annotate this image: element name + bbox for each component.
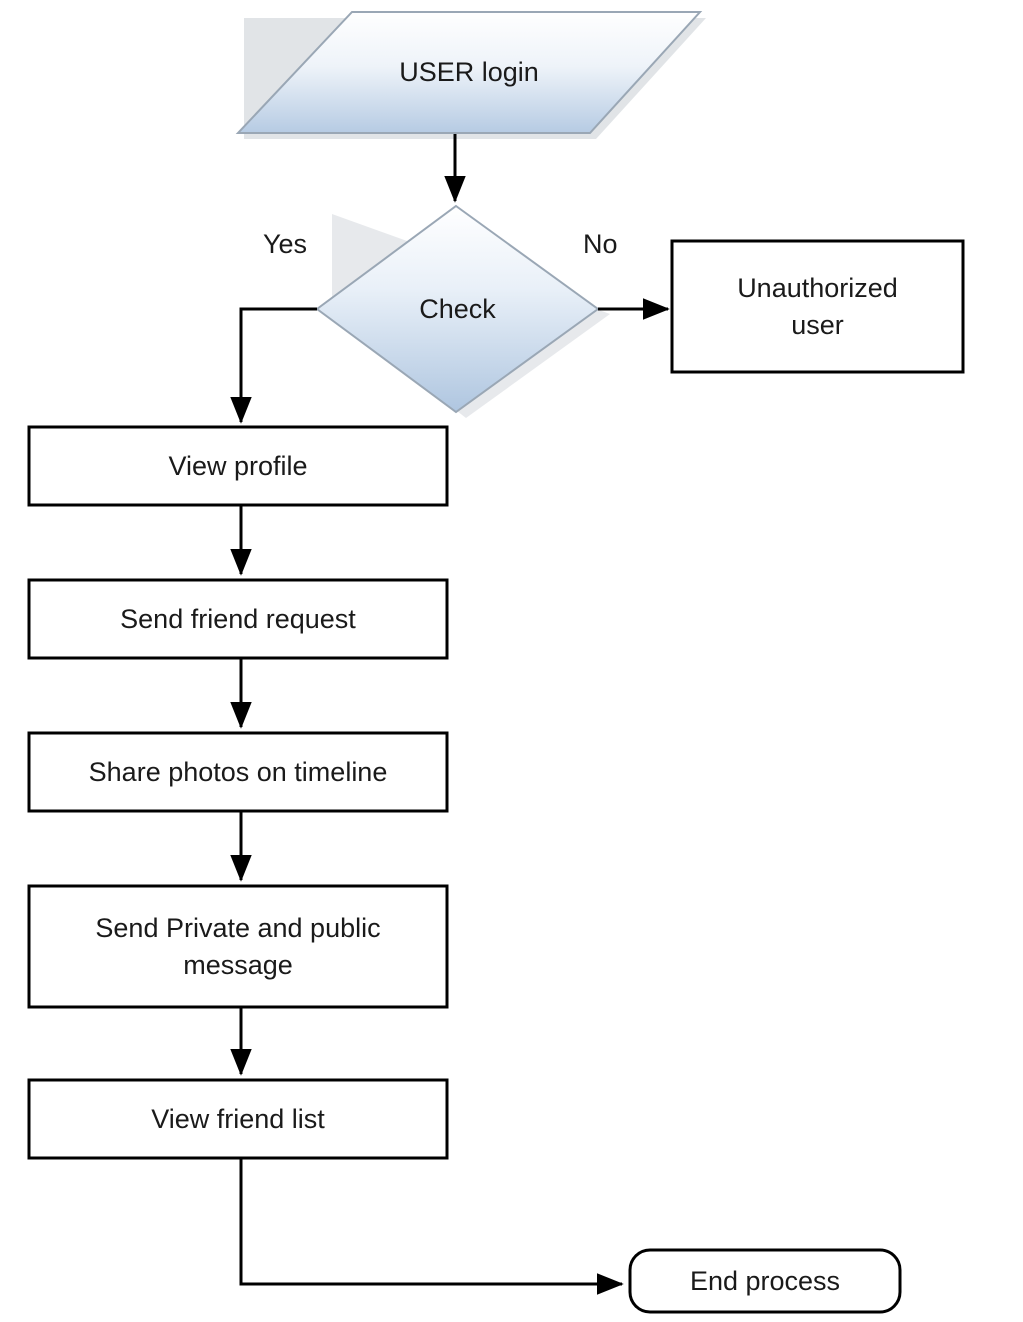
unauthorized-user-box[interactable] [670,239,965,374]
send-message-box[interactable] [27,884,449,1009]
share-photos-box[interactable] [27,731,449,813]
edge-decision-to-view-profile [230,307,317,424]
view-friend-list-box[interactable] [27,1078,449,1160]
edge-view-friend-list-to-end [239,1158,624,1295]
check-decision-shape[interactable] [315,204,600,414]
send-friend-request-box[interactable] [27,578,449,660]
edge-label-yes: Yes [263,229,308,259]
user-login-shape[interactable] [235,11,703,134]
edge-label-no: No [583,229,618,259]
view-profile-box[interactable] [27,425,449,507]
end-process-box[interactable] [628,1248,902,1314]
